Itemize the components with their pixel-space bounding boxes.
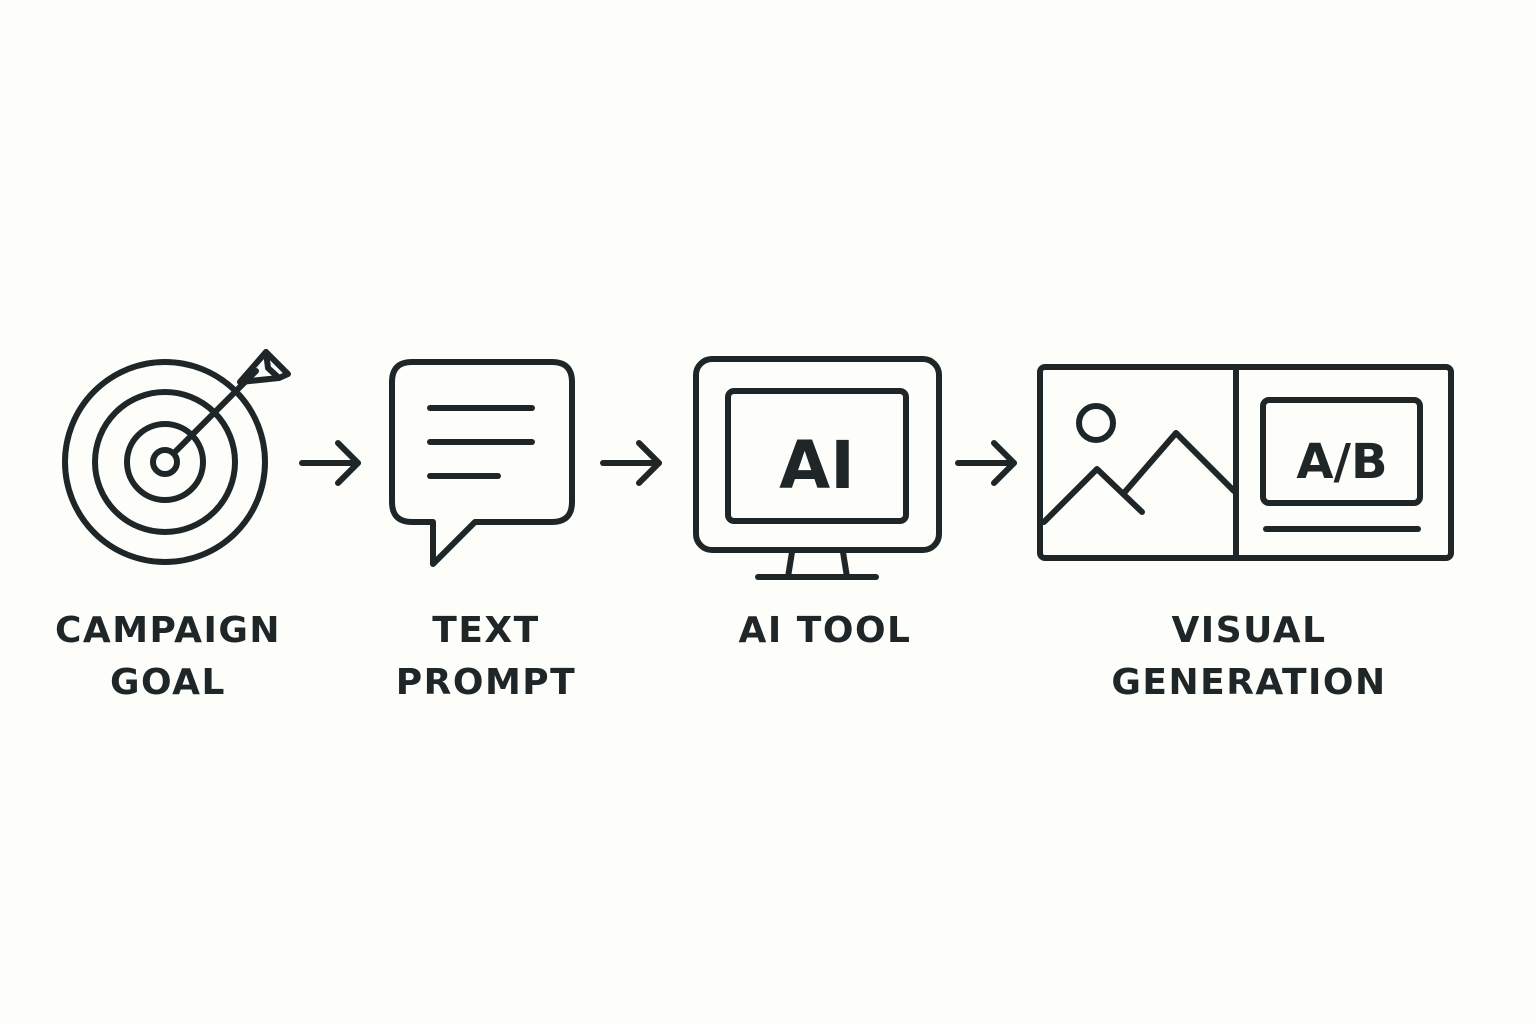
- label-line: CAMPAIGN: [54, 610, 282, 651]
- ab-text: A/B: [1296, 434, 1387, 490]
- target-icon: [62, 349, 291, 565]
- arrow-right-icon: [600, 440, 662, 486]
- monitor-icon: AI: [693, 356, 942, 580]
- monitor-ai-text: AI: [779, 427, 855, 504]
- speech-bubble-icon: [389, 359, 575, 567]
- step-label-ai-tool: AI TOOL: [645, 605, 1005, 657]
- arrow-right-icon: [955, 440, 1017, 486]
- step-label-text-prompt: TEXT PROMPT: [306, 605, 666, 709]
- label-line: PROMPT: [395, 662, 577, 703]
- image-ab-icon: A/B: [1037, 364, 1454, 561]
- step-label-visual-generation: VISUAL GENERATION: [1069, 605, 1429, 709]
- label-line: TEXT: [432, 610, 540, 651]
- step-label-campaign-goal: CAMPAIGN GOAL: [0, 605, 348, 709]
- label-line: GOAL: [110, 662, 226, 703]
- flow-icons: AI A/B: [62, 349, 1454, 580]
- label-line: AI TOOL: [738, 610, 912, 651]
- label-line: GENERATION: [1111, 662, 1387, 703]
- label-line: VISUAL: [1171, 610, 1327, 651]
- arrow-right-icon: [299, 440, 361, 486]
